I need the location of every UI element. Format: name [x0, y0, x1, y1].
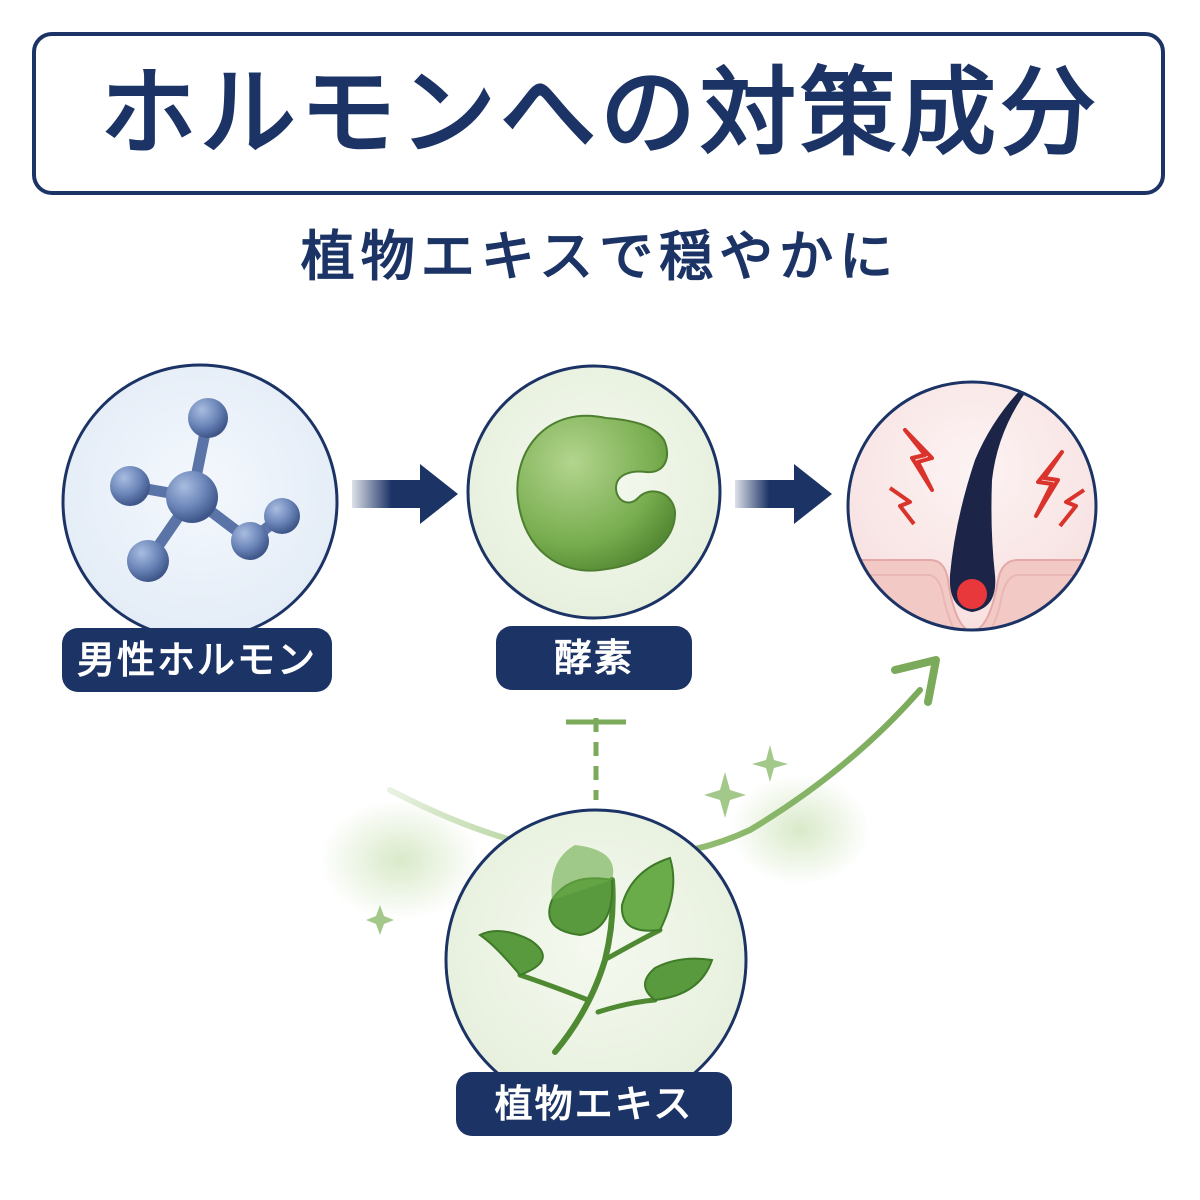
- page-title: ホルモンへの対策成分: [100, 57, 1100, 169]
- enzyme-node: [466, 364, 722, 620]
- page-subtitle: 植物エキスで穏やかに: [300, 225, 900, 288]
- hormone-label: 男性ホルモン: [62, 628, 332, 692]
- plant-node: [444, 808, 748, 1112]
- molecule-icon: [110, 398, 300, 582]
- plant-extract-label: 植物エキス: [456, 1072, 732, 1136]
- hormone-node: [61, 363, 339, 641]
- inflammation-dot: [957, 579, 987, 609]
- arrow-enzyme-to-hair: [735, 464, 832, 524]
- glow: [320, 800, 480, 920]
- inhibition-line: [566, 718, 626, 800]
- lightning-icon: [888, 428, 1086, 528]
- enzyme-icon: [516, 414, 677, 572]
- glow: [730, 775, 870, 885]
- leaf-icon: [478, 845, 714, 1055]
- sparkle-icon: [366, 745, 788, 935]
- hair-follicle-icon: [949, 382, 1056, 612]
- title-box: [32, 32, 1165, 195]
- arrow-hormone-to-enzyme: [352, 464, 458, 524]
- protection-curve: [387, 656, 940, 861]
- enzyme-label: 酵素: [496, 626, 692, 690]
- hair-node: [846, 380, 1098, 632]
